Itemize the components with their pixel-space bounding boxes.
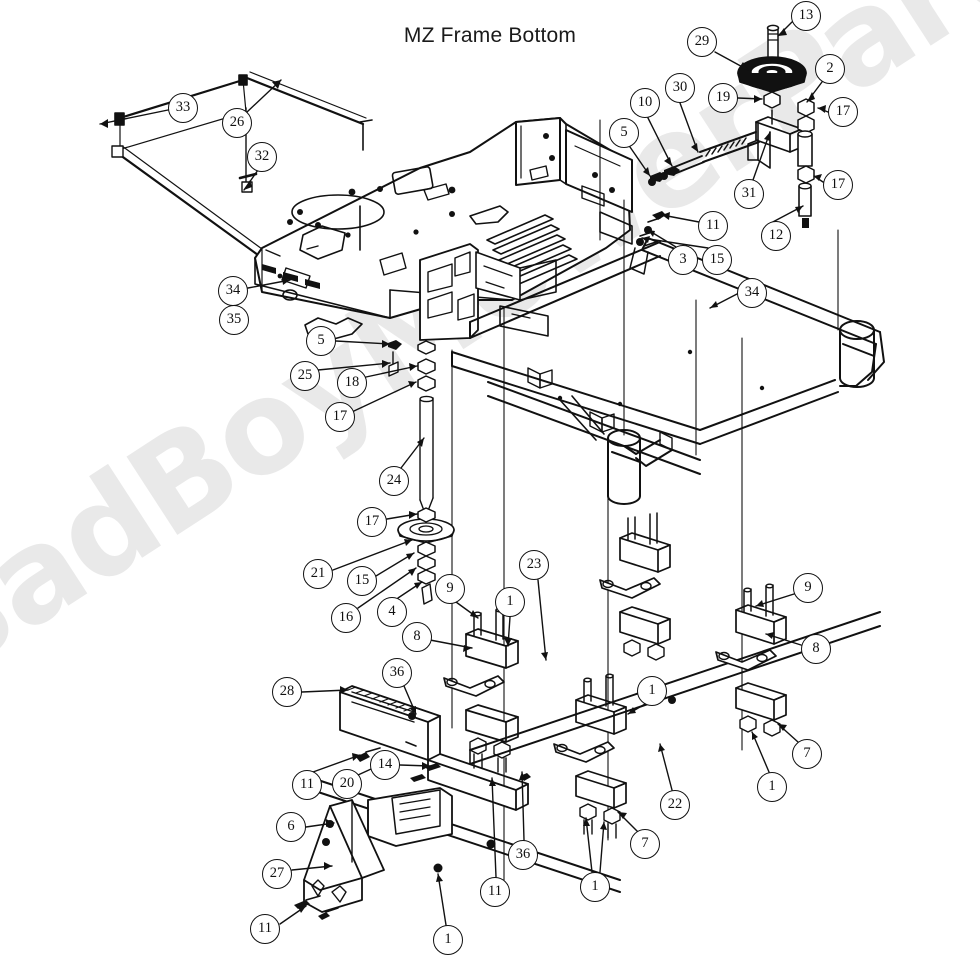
callout-balloon-13[interactable]: 13 — [791, 1, 821, 31]
callout-balloon-21[interactable]: 21 — [303, 559, 333, 589]
middle-linkage-column — [469, 512, 881, 765]
callout-balloon-26[interactable]: 26 — [222, 108, 252, 138]
callout-balloon-36[interactable]: 36 — [382, 658, 412, 688]
callout-balloon-25[interactable]: 25 — [290, 361, 320, 391]
callout-balloon-5[interactable]: 5 — [306, 326, 336, 356]
callout-balloon-7[interactable]: 7 — [630, 829, 660, 859]
callout-balloon-17[interactable]: 17 — [823, 170, 853, 200]
spindle-pulley-assembly — [648, 24, 815, 228]
callout-balloon-6[interactable]: 6 — [276, 812, 306, 842]
callout-balloon-32[interactable]: 32 — [247, 142, 277, 172]
callout-balloon-1[interactable]: 1 — [433, 925, 463, 955]
left-rod-assembly — [388, 340, 455, 605]
callout-balloon-14[interactable]: 14 — [370, 750, 400, 780]
callout-balloon-8[interactable]: 8 — [402, 622, 432, 652]
callout-balloon-9[interactable]: 9 — [435, 574, 465, 604]
left-tie-rods — [111, 71, 373, 257]
callout-balloon-11[interactable]: 11 — [292, 770, 322, 800]
callout-balloon-33[interactable]: 33 — [168, 93, 198, 123]
callout-balloon-18[interactable]: 18 — [337, 368, 367, 398]
callout-balloon-19[interactable]: 19 — [708, 83, 738, 113]
deck-upright-panel — [515, 117, 633, 245]
leader-lines — [99, 21, 829, 926]
callout-balloon-3[interactable]: 3 — [668, 245, 698, 275]
callout-balloon-8[interactable]: 8 — [801, 634, 831, 664]
callout-balloon-16[interactable]: 16 — [331, 603, 361, 633]
left-lower-linkage — [443, 607, 519, 773]
callout-balloon-10[interactable]: 10 — [630, 88, 660, 118]
callout-balloon-24[interactable]: 24 — [379, 466, 409, 496]
callout-balloon-17[interactable]: 17 — [357, 507, 387, 537]
callout-balloon-11[interactable]: 11 — [480, 877, 510, 907]
callout-balloon-17[interactable]: 17 — [828, 97, 858, 127]
callout-balloon-11[interactable]: 11 — [250, 914, 280, 944]
callout-balloon-22[interactable]: 22 — [660, 790, 690, 820]
callout-balloon-17[interactable]: 17 — [325, 402, 355, 432]
callout-balloon-2[interactable]: 2 — [815, 54, 845, 84]
bottom-left-bumper — [294, 685, 621, 920]
callout-balloon-12[interactable]: 12 — [761, 221, 791, 251]
callout-balloon-15[interactable]: 15 — [347, 566, 377, 596]
callout-balloon-15[interactable]: 15 — [702, 245, 732, 275]
callout-balloon-9[interactable]: 9 — [793, 573, 823, 603]
center-bottom-linkage — [520, 673, 627, 839]
callout-balloon-30[interactable]: 30 — [665, 73, 695, 103]
callout-balloon-29[interactable]: 29 — [687, 27, 717, 57]
callout-balloon-11[interactable]: 11 — [698, 211, 728, 241]
callout-balloon-35[interactable]: 35 — [219, 305, 249, 335]
callout-balloon-36[interactable]: 36 — [508, 840, 538, 870]
callout-balloon-4[interactable]: 4 — [377, 597, 407, 627]
center-console-bracket — [419, 243, 557, 341]
right-linkage-column — [715, 583, 787, 737]
callout-balloon-28[interactable]: 28 — [272, 677, 302, 707]
callout-balloon-5[interactable]: 5 — [609, 118, 639, 148]
callout-balloon-7[interactable]: 7 — [792, 739, 822, 769]
callout-balloon-34[interactable]: 34 — [737, 278, 767, 308]
callout-balloon-31[interactable]: 31 — [734, 179, 764, 209]
callout-balloon-1[interactable]: 1 — [757, 772, 787, 802]
callout-balloon-23[interactable]: 23 — [519, 550, 549, 580]
callout-balloon-34[interactable]: 34 — [218, 276, 248, 306]
callout-balloon-1[interactable]: 1 — [580, 872, 610, 902]
right-deck-fasteners — [629, 211, 666, 275]
callout-balloon-27[interactable]: 27 — [262, 859, 292, 889]
callout-balloon-1[interactable]: 1 — [637, 676, 667, 706]
callout-balloon-1[interactable]: 1 — [495, 587, 525, 617]
page-title: MZ Frame Bottom — [403, 24, 577, 47]
callout-balloon-20[interactable]: 20 — [332, 769, 362, 799]
